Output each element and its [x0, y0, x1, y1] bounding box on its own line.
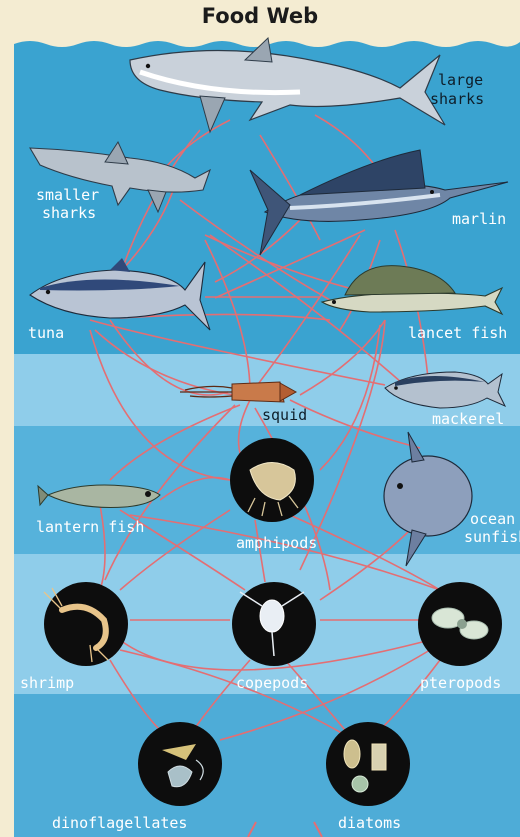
label-lancet-fish: lancet fish [408, 324, 507, 342]
label-smaller-sharks-2: sharks [42, 204, 96, 222]
amphipod-icon [230, 438, 314, 522]
diatom-icon [326, 722, 410, 806]
label-dinoflagellates: dinoflagellates [52, 814, 187, 832]
label-large-sharks-1: large [438, 71, 483, 89]
label-diatoms: diatoms [338, 814, 401, 832]
label-tuna: tuna [28, 324, 64, 342]
label-ocean-sunfish-2: sunfish [464, 528, 520, 546]
label-mackerel: mackerel [432, 410, 504, 428]
label-copepods: copepods [236, 674, 308, 692]
label-ocean-sunfish-1: ocean [470, 510, 515, 528]
label-shrimp: shrimp [20, 674, 74, 692]
dinoflagellate-icon [138, 722, 222, 806]
label-smaller-sharks-1: smaller [36, 186, 99, 204]
label-lantern-fish: lantern fish [36, 518, 144, 536]
label-amphipods: amphipods [236, 534, 317, 552]
label-pteropods: pteropods [420, 674, 501, 692]
pteropod-icon [418, 582, 502, 666]
label-large-sharks-2: sharks [430, 90, 484, 108]
copepod-icon [232, 582, 316, 666]
shrimp-icon [44, 582, 128, 666]
label-marlin: marlin [452, 210, 506, 228]
label-squid: squid [262, 406, 307, 424]
